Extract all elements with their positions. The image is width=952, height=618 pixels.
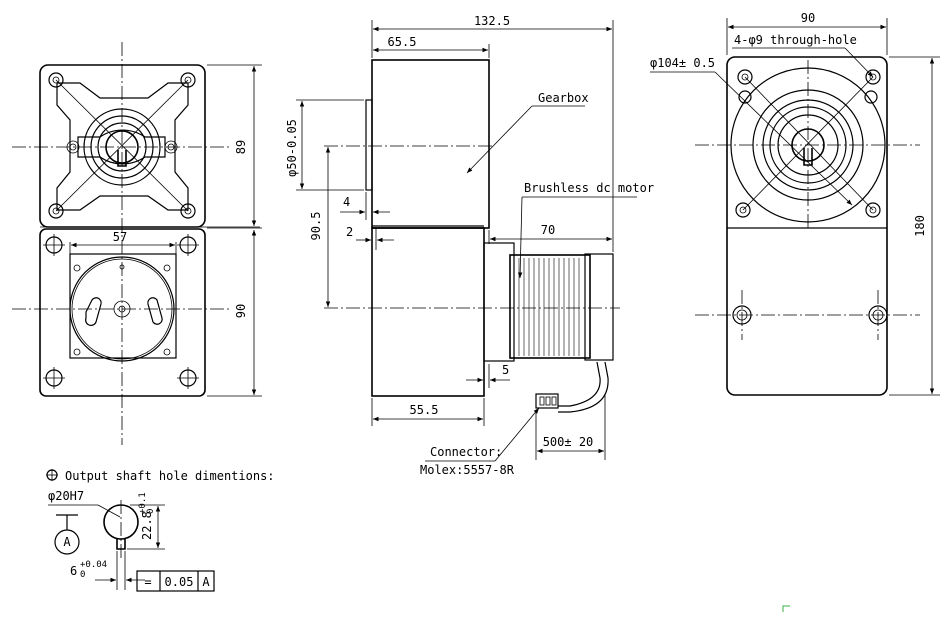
- right-through-holes: [732, 69, 888, 325]
- dim-shaft-dia: φ50-0.05: [285, 119, 299, 177]
- dim-gap-5: 5: [502, 363, 509, 377]
- front-view: 89 90 57: [12, 42, 262, 445]
- label-connector-line1: Connector:: [430, 445, 502, 459]
- dim-holes: 4-φ9 through-hole: [734, 33, 857, 47]
- motor-flange-holes: [43, 234, 199, 389]
- dim-base-length: 55.5: [410, 403, 439, 417]
- datum-label: A: [63, 535, 71, 549]
- dim-motor-length: 70: [541, 223, 555, 237]
- flange-holes: [48, 72, 196, 219]
- dim-height-bottom: 90: [234, 304, 248, 318]
- detail-bore: φ20H7: [48, 489, 84, 503]
- gearbox-face-relief: [56, 82, 189, 211]
- connector-body: [535, 393, 559, 409]
- motor-body: [509, 254, 591, 359]
- dim-cable: 500± 20: [543, 435, 594, 449]
- dim-pcd: φ104± 0.5: [650, 56, 715, 70]
- keyway-width-tol: +0.04: [80, 560, 107, 570]
- base-body: [371, 227, 485, 397]
- motor-slot-left: [85, 297, 102, 326]
- label-gearbox: Gearbox: [538, 91, 589, 105]
- motor-end-cap-side: [584, 253, 614, 361]
- keyway-depth: 22.8: [140, 511, 154, 540]
- dim-step-2: 2: [346, 225, 353, 239]
- right-view: 90 4-φ9 through-hole φ104± 0.5 180: [650, 11, 940, 396]
- dim-height-90-5: 90.5: [309, 212, 323, 241]
- label-connector-line2: Molex:5557-8R: [420, 463, 515, 477]
- dim-total-length: 132.5: [474, 14, 510, 28]
- tolerance-value: 0.05: [165, 575, 194, 589]
- shaft-hole-detail: Output shaft hole dimentions: φ20H7 A 22…: [46, 469, 275, 592]
- tolerance-datum: A: [202, 575, 210, 589]
- motor-fins: [513, 258, 580, 356]
- motor-flange-outline: [39, 228, 206, 397]
- keyway-depth-tol2: 0: [146, 509, 156, 514]
- dim-step-4: 4: [343, 195, 350, 209]
- tolerance-frame: = 0.05 A: [136, 570, 215, 592]
- tolerance-symbol: =: [144, 575, 151, 589]
- right-outline: [726, 56, 888, 396]
- motor-cable: [558, 361, 601, 407]
- side-view: 132.5 65.5 φ50-0.05 4 2 90.5 70 55.5: [285, 14, 654, 477]
- motor-slot-right: [147, 297, 163, 325]
- output-boss: [365, 99, 373, 191]
- label-motor: Brushless dc motor: [524, 181, 654, 195]
- detail-symbol-icon: [46, 469, 58, 481]
- dim-right-width: 90: [801, 11, 815, 25]
- datum-circle: [54, 529, 80, 555]
- keyway-width-tol2: 0: [80, 570, 85, 580]
- dim-right-height: 180: [913, 215, 927, 237]
- keyway-depth-tol: +0.1: [138, 492, 148, 514]
- dim-width-motor: 57: [113, 230, 127, 244]
- dim-height-top: 89: [234, 140, 248, 154]
- keyway-width: 6: [70, 564, 77, 578]
- detail-title: Output shaft hole dimentions:: [65, 469, 275, 483]
- dim-gearbox-length: 65.5: [388, 35, 417, 49]
- corner-mark: [782, 605, 790, 612]
- gearbox-body: [371, 59, 490, 229]
